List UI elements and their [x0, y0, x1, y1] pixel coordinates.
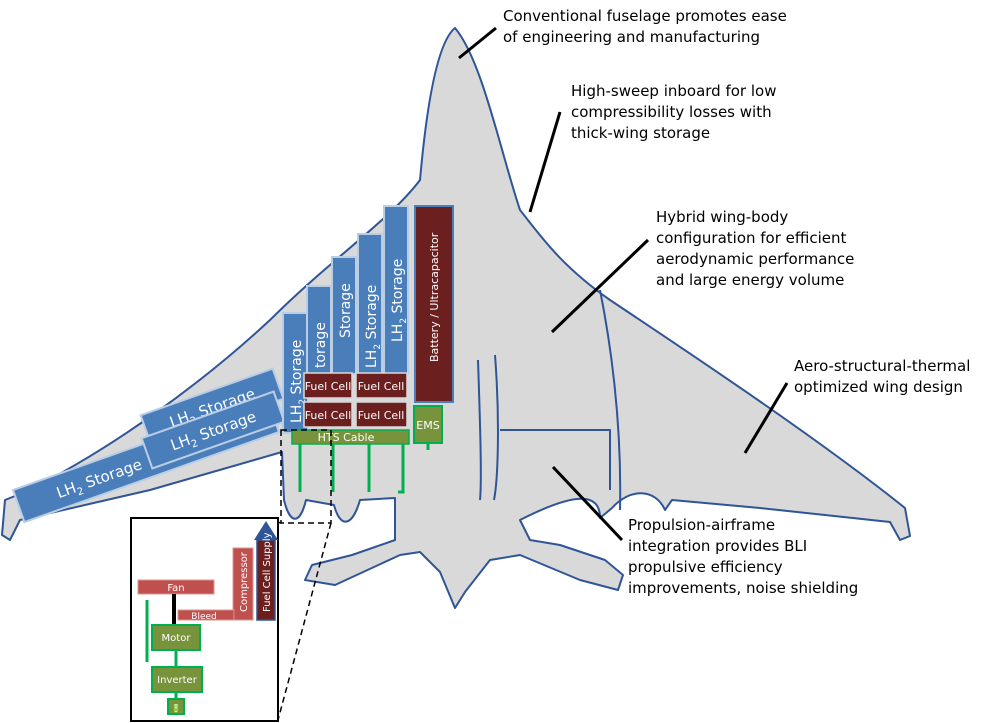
fuel-cell-supply-arrow: Fuel Cell Supply	[254, 521, 278, 621]
wing-body	[1, 27, 911, 609]
annotation-line: improvements, noise shielding	[628, 579, 859, 597]
svg-text:Fuel Cell: Fuel Cell	[305, 409, 352, 422]
hts-cable: HTS Cable	[291, 429, 410, 445]
svg-text:Compressor: Compressor	[239, 551, 250, 612]
svg-text:LH2 Storage: LH2 Storage	[390, 259, 409, 342]
svg-text:Fuel Cell: Fuel Cell	[358, 380, 405, 393]
airframe	[1, 27, 911, 609]
cable-drops	[298, 443, 430, 494]
fuel-cell-3: Fuel Cell	[303, 401, 353, 428]
svg-text:Fuel Cell Supply: Fuel Cell Supply	[262, 532, 273, 612]
fuel-cell-2: Fuel Cell	[355, 372, 408, 399]
nacelle-line	[493, 354, 499, 501]
battery-icon: 🔋	[167, 698, 185, 715]
lh2-tank-col-2: torage	[306, 285, 332, 375]
annotation-line: Aero-structural-thermal	[794, 357, 971, 375]
svg-text:LH2 Storage: LH2 Storage	[289, 340, 308, 423]
annotation-line: of engineering and manufacturing	[503, 28, 761, 46]
nacelle-line	[477, 359, 482, 501]
svg-text:Storage: Storage	[338, 283, 354, 338]
annotation-line: integration provides BLI	[628, 537, 808, 555]
annotation-line: Hybrid wing-body	[656, 208, 789, 226]
battery-ultracapacitor: Battery / Ultracapacitor	[414, 205, 454, 403]
svg-text:Battery / Ultracapacitor: Battery / Ultracapacitor	[428, 232, 441, 362]
annotation-line: aerodynamic performance	[656, 250, 855, 268]
annotation-line: Conventional fuselage promotes ease	[503, 7, 787, 25]
lh2-tank-wing-mid-lower: LH2 Storage	[140, 390, 286, 470]
annotation-line: High-sweep inboard for low	[571, 82, 777, 100]
tail-line	[500, 429, 611, 490]
annotation-line: configuration for efficient	[656, 229, 847, 247]
svg-text:EMS: EMS	[416, 419, 439, 432]
leader-sweep	[528, 111, 562, 213]
compressor-block: Compressor	[232, 547, 254, 621]
wing-line	[599, 289, 622, 511]
ems-box: EMS	[413, 405, 443, 444]
annotation-propulsion: Propulsion-airframe integration provides…	[628, 515, 858, 599]
svg-text:🔋: 🔋	[171, 703, 181, 713]
svg-text:Fuel Cell: Fuel Cell	[305, 380, 352, 393]
annotation-line: Propulsion-airframe	[628, 516, 776, 534]
annotation-aero: Aero-structural-thermal optimized wing d…	[794, 356, 970, 398]
fuel-cell-4: Fuel Cell	[355, 401, 408, 428]
svg-text:LH2 Storage: LH2 Storage	[364, 285, 383, 368]
svg-text:torage: torage	[313, 322, 329, 368]
leader-propulsion	[551, 465, 624, 542]
svg-text:Bleed: Bleed	[191, 612, 216, 622]
svg-text:Fan: Fan	[167, 583, 184, 594]
annotation-line: optimized wing design	[794, 378, 963, 396]
svg-text:Fuel Cell: Fuel Cell	[358, 409, 405, 422]
inset-panel: Fuel Cell Supply Compressor Fan Bleed Mo…	[130, 517, 279, 722]
annotation-line: propulsive efficiency	[628, 558, 783, 576]
svg-text:HTS Cable: HTS Cable	[318, 431, 375, 444]
fuel-cell-1: Fuel Cell	[303, 372, 353, 399]
svg-text:Inverter: Inverter	[157, 675, 198, 686]
leader-fuselage	[458, 26, 497, 60]
fan-block: Fan	[137, 579, 215, 595]
annotation-fuselage: Conventional fuselage promotes ease of e…	[503, 6, 787, 48]
bleed-block: Bleed	[177, 609, 235, 622]
leader-lines	[458, 26, 789, 542]
motor-block: Motor	[151, 624, 201, 651]
inverter-block: Inverter	[151, 666, 203, 693]
lh2-tank-col-5: LH2 Storage	[383, 205, 409, 375]
annotation-line: compressibility losses with	[571, 103, 772, 121]
svg-text:Motor: Motor	[162, 633, 192, 644]
annotation-sweep: High-sweep inboard for low compressibili…	[571, 81, 776, 144]
annotation-line: and large energy volume	[656, 271, 845, 289]
lh2-tank-col-3: Storage	[331, 256, 357, 375]
leader-hybrid	[550, 238, 650, 334]
annotation-hybrid: Hybrid wing-body configuration for effic…	[656, 207, 854, 291]
annotation-line: thick-wing storage	[571, 124, 711, 142]
lh2-tank-col-4: LH2 Storage	[357, 233, 383, 375]
leader-aero	[743, 382, 789, 454]
